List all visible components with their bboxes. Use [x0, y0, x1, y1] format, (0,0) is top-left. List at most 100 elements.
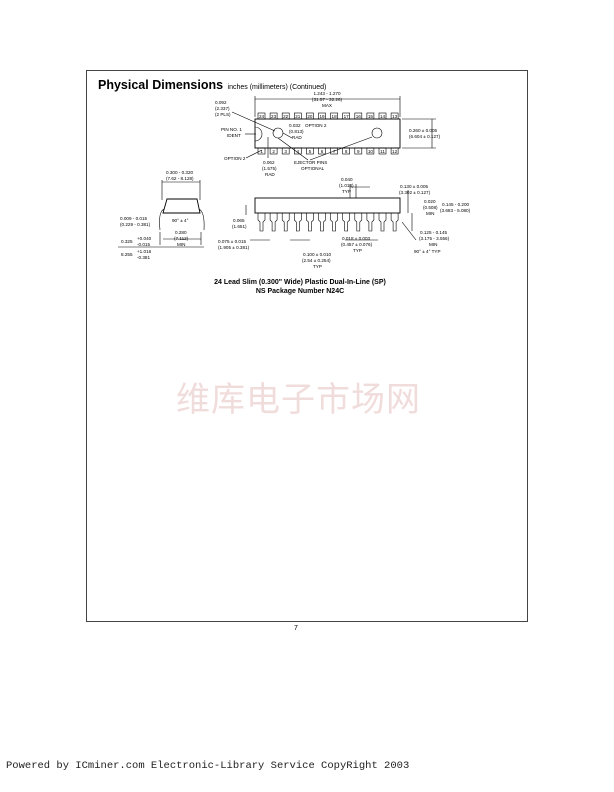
top-pin-number: 18 — [332, 114, 338, 119]
bottom-pin-number: 11 — [380, 149, 385, 154]
side-lead — [257, 213, 266, 232]
opt2-hole-label: 0.032 — [289, 123, 301, 128]
bottom-pin-number: 5 — [309, 149, 312, 154]
lead-width-label: 0.018 ± 0.003 — [342, 236, 371, 241]
rad-note: RAD — [265, 172, 275, 177]
lead-width-mm: (0.457 ± 0.076) — [341, 242, 373, 247]
bottom-pin — [342, 147, 351, 155]
side-lead — [354, 213, 363, 232]
top-pin-number: 14 — [380, 114, 386, 119]
bottom-pin-number: 7 — [333, 149, 336, 154]
ejector-pin-left — [272, 127, 284, 139]
bottom-pin-number: 1 — [260, 149, 263, 154]
shoulder-label: 0.040 — [341, 177, 353, 182]
top-body — [254, 118, 401, 149]
span-label: 0.325 — [121, 239, 133, 244]
width-mm-label: (6.604 ± 0.127) — [409, 134, 441, 139]
ejector-label: EJECTOR PINS — [294, 160, 327, 165]
bottom-pin-number: 12 — [392, 149, 398, 154]
caption-line1: 24 Lead Slim (0.300" Wide) Plastic Dual-… — [214, 279, 386, 286]
height-mm: (3.302 ± 0.127) — [399, 190, 431, 195]
bottom-pin-number: 10 — [368, 149, 374, 154]
top-pin-number: 23 — [271, 114, 277, 119]
bottom-pin-number: 8 — [345, 149, 348, 154]
heading-subtitle: inches (millimeters) (Continued) — [227, 84, 327, 91]
bottom-pin-number: 4 — [297, 149, 300, 154]
side-lead — [342, 213, 350, 232]
lead-width-note: TYP — [353, 248, 362, 253]
top-pin-number: 21 — [295, 114, 301, 119]
bottom-pin — [281, 147, 290, 155]
pin1-ident-label: IDENT — [227, 133, 241, 138]
bottom-pin — [293, 147, 302, 155]
bottom-pin — [269, 147, 278, 155]
top-pin — [269, 112, 278, 120]
top-pin-number: 22 — [283, 114, 289, 119]
tip-mm: (3.175 - 3.556) — [419, 236, 450, 241]
top-pin-number: 15 — [368, 114, 374, 119]
top-pin — [318, 112, 326, 120]
side-lead — [294, 213, 302, 232]
side-lead — [318, 213, 326, 232]
heading-title: Physical Dimensions — [98, 78, 224, 92]
ejector-pin-right — [371, 127, 383, 139]
bottom-pin — [390, 147, 399, 155]
side-lead — [269, 213, 278, 232]
bottom-pin — [378, 147, 387, 155]
span-mm-tol-plus: +1.016 — [137, 249, 152, 254]
top-pin-number: 17 — [344, 114, 350, 119]
notch-mm-label: (2.337) — [215, 106, 230, 111]
bottom-pin — [306, 147, 314, 155]
top-pin — [257, 112, 266, 120]
option2-label: OPTION 2 — [224, 156, 246, 161]
lead-length-mm: (3.683 - 5.080) — [440, 208, 471, 213]
side-lead — [306, 213, 314, 232]
pin1-notch — [254, 126, 263, 142]
pitch-mm: (2.54 ± 0.254) — [302, 258, 331, 263]
shoulder-width-label: 0.065 — [233, 218, 245, 223]
seat-note: MIN — [426, 211, 434, 216]
opt2-hole-option: OPTION 2 — [305, 123, 327, 128]
side-lead — [330, 213, 338, 232]
shoulder-note: TYP — [342, 189, 351, 194]
bottom-pin — [257, 147, 266, 155]
footer-text: Powered by ICminer.com Electronic-Librar… — [6, 760, 410, 772]
tip-note: MIN — [429, 242, 437, 247]
side-body — [254, 197, 401, 214]
bottom-pin-number: 3 — [284, 149, 287, 154]
width-label: 0.260 ± 0.005 — [409, 128, 438, 133]
min-width-note: MIN — [177, 242, 185, 247]
top-pin — [330, 112, 338, 120]
shoulder-width-mm: (1.651) — [232, 224, 247, 229]
page-number: 7 — [294, 625, 298, 632]
opt2-hole-rad: RAD — [292, 135, 302, 140]
lead-length-label: 0.145 - 0.200 — [442, 202, 470, 207]
height-label: 0.130 ± 0.005 — [400, 184, 429, 189]
top-pin — [293, 112, 302, 120]
top-pin — [306, 112, 314, 120]
tip-label: 0.125 - 0.145 — [420, 230, 448, 235]
bottom-pin — [318, 147, 326, 155]
rad-label: 0.062 — [263, 160, 275, 165]
bottom-pin — [354, 147, 363, 155]
end-leads — [159, 208, 205, 231]
shoulder-mm: (1.016) — [339, 183, 354, 188]
pitch-label: 0.100 ± 0.010 — [303, 252, 332, 257]
bottom-pin-number: 9 — [357, 149, 360, 154]
seat-label: 0.020 — [424, 199, 436, 204]
lead-thk-mm: (0.229 - 0.381) — [120, 222, 151, 227]
tip-angle-label: 90° ± 4° TYP — [414, 249, 441, 254]
length-label: 1.243 - 1.270 — [313, 91, 341, 96]
length-mm-label: (31.57 - 32.26) — [312, 97, 343, 102]
span-mm-tol-minus: -0.381 — [137, 255, 150, 260]
top-pin — [281, 112, 290, 120]
top-pin-number: 19 — [319, 114, 325, 119]
pin1-label: PIN NO. 1 — [221, 127, 242, 132]
rad-mm-label: (1.575) — [262, 166, 277, 171]
top-pin-number: 16 — [356, 114, 362, 119]
length-note: MAX — [322, 103, 332, 108]
side-lead — [281, 213, 290, 232]
